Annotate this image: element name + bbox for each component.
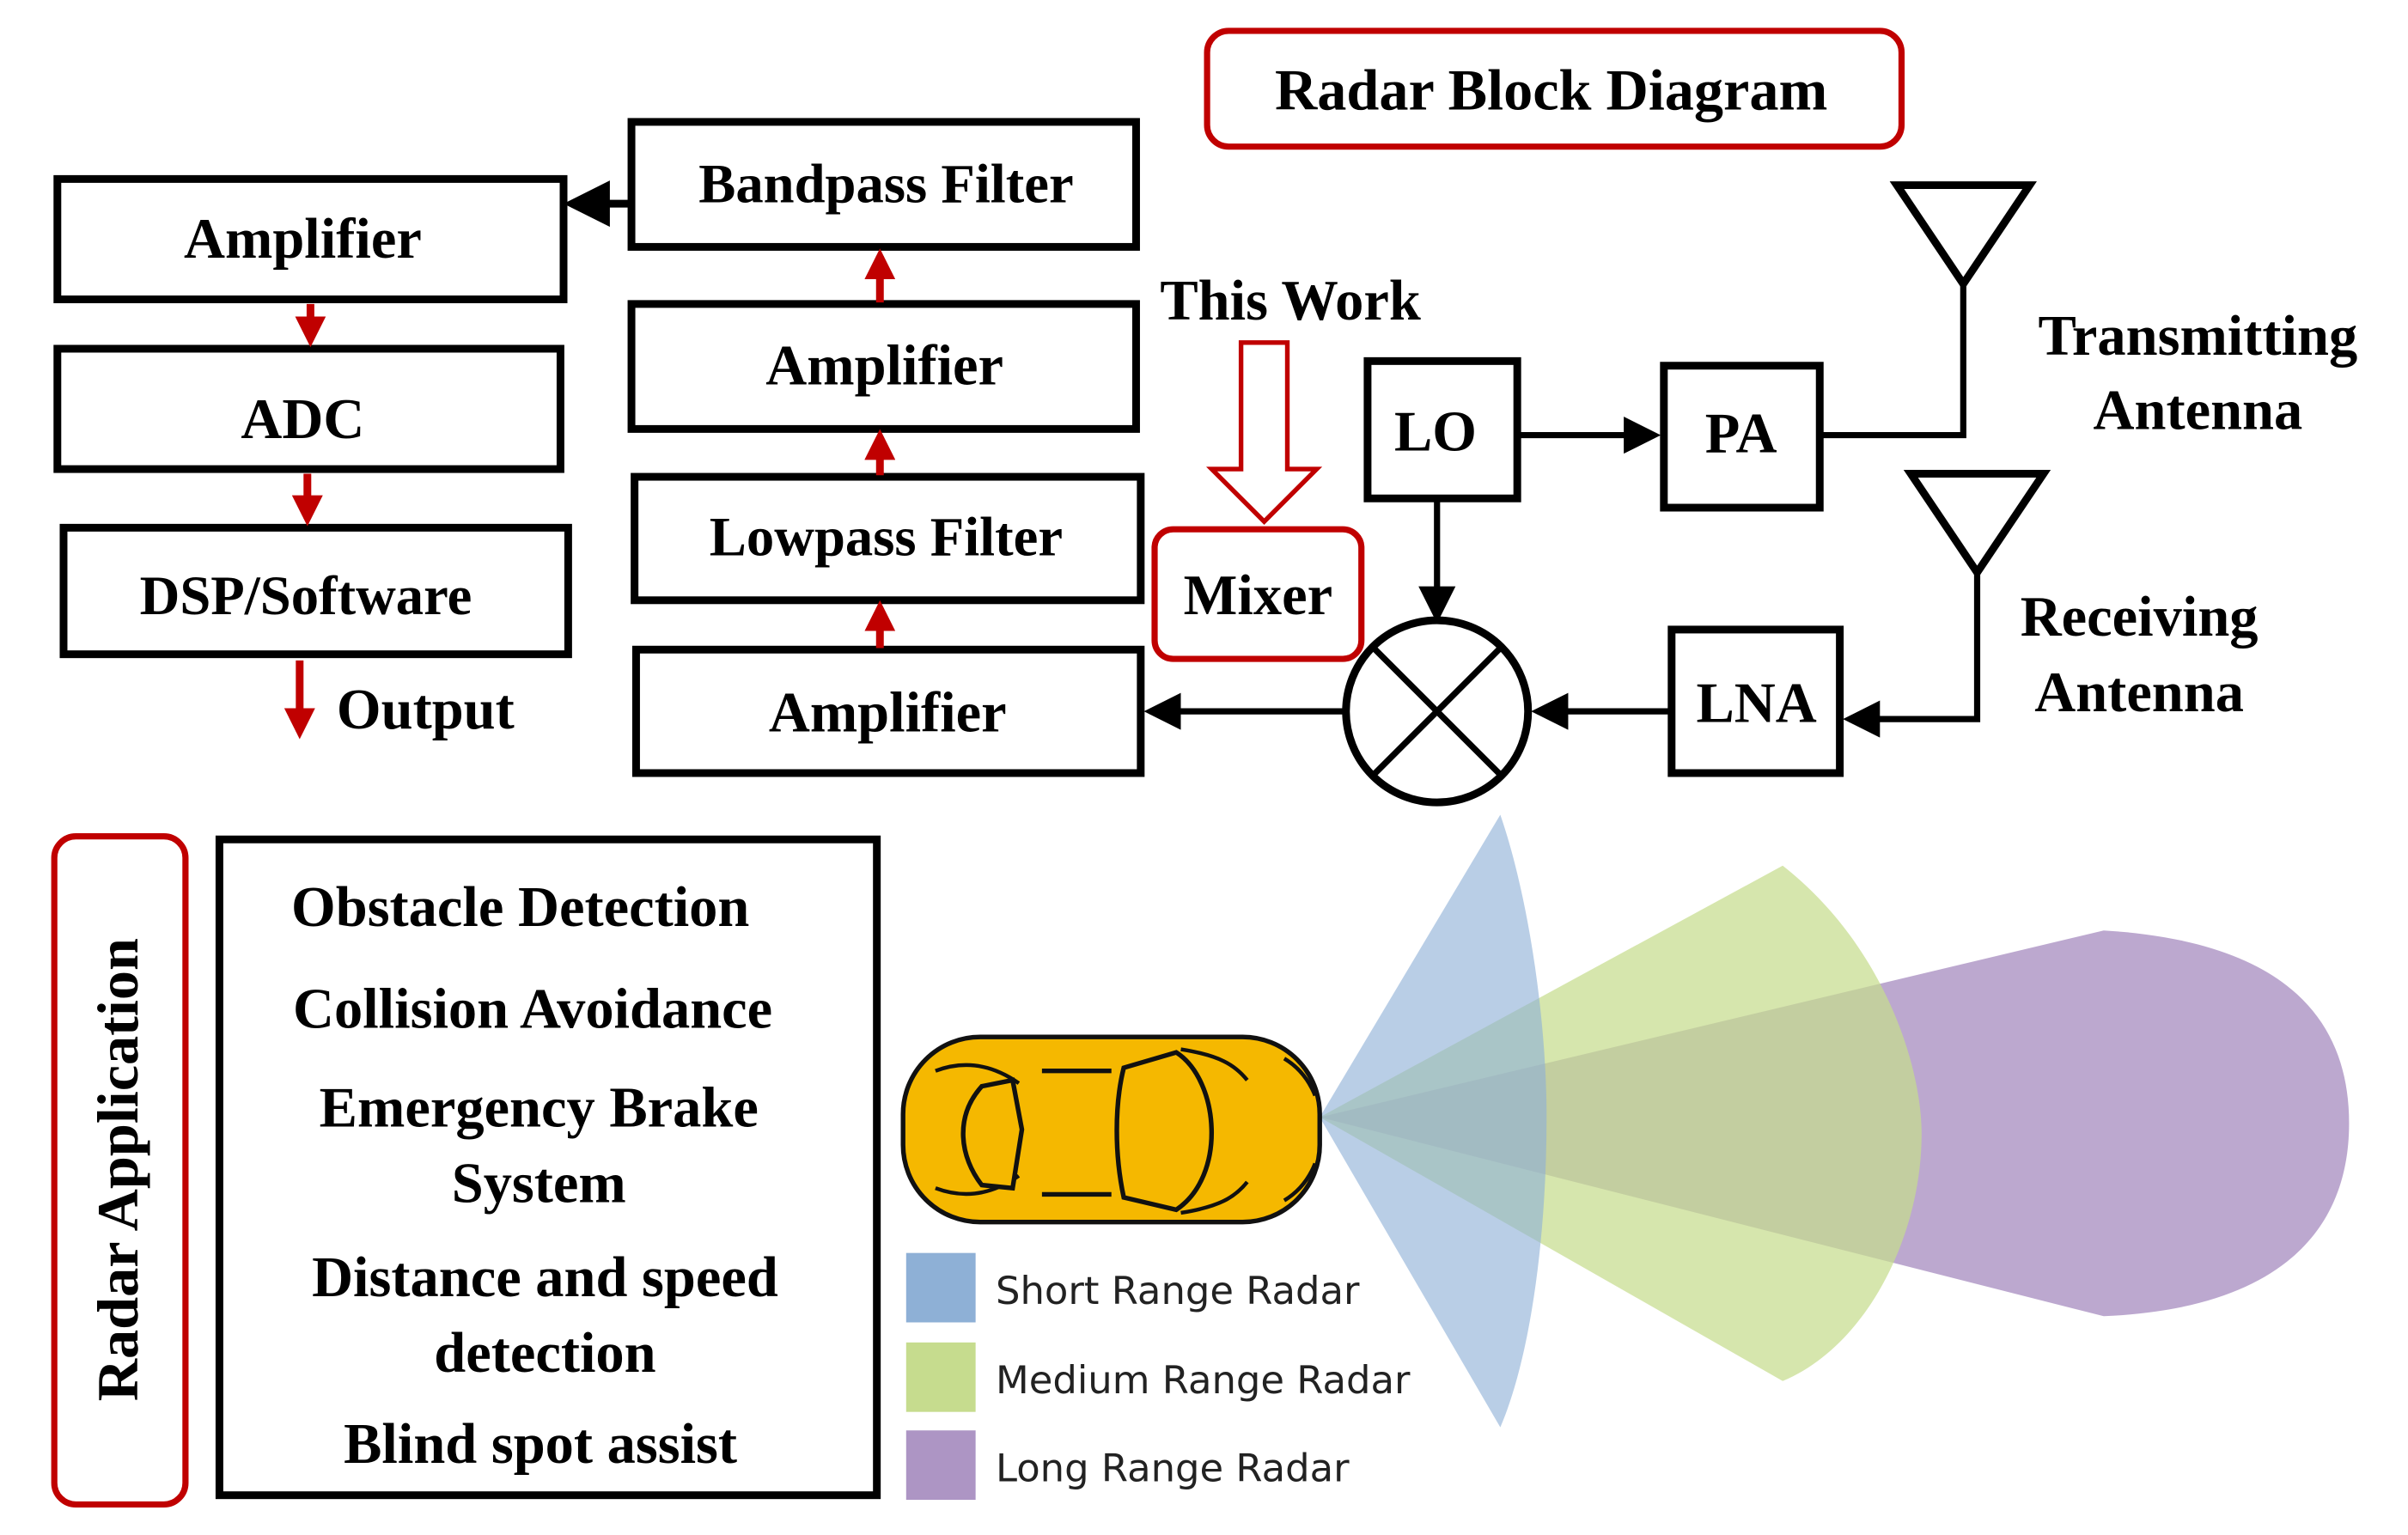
application-item-3-line-1: Emergency Brake [320, 1076, 759, 1139]
legend-label-long-range: Long Range Radar [996, 1446, 1350, 1491]
application-item-5-line-1: Blind spot assist [344, 1413, 737, 1476]
application-item-3-line-2: System [452, 1152, 626, 1215]
adc-block [53, 344, 564, 473]
bandpass-filter-block [627, 118, 1140, 251]
line-rx-antenna-to-lna [1843, 572, 1981, 738]
amplifier-block-mid-top [627, 300, 1140, 433]
amplifier-mid-bottom-label: Amplifier [769, 681, 1007, 744]
this-work-label: This Work [1160, 270, 1421, 332]
car-icon [900, 1034, 1322, 1225]
short-range-beam [1320, 814, 1547, 1428]
legend-swatch-medium-range [905, 1342, 976, 1412]
line-pa-to-tx-antenna [1820, 283, 1966, 439]
amplifier-mid-top-label: Amplifier [765, 334, 1003, 397]
mixer-frame [1151, 526, 1365, 662]
pa-label: PA [1705, 402, 1777, 465]
amplifier-block-left [53, 174, 568, 303]
radar-coverage [1320, 814, 2350, 1428]
radar-application-heading: Radar Application [85, 938, 150, 1401]
adc-label: ADC [241, 388, 364, 451]
legend-swatch-long-range [905, 1430, 976, 1501]
application-item-1-line-1: Obstacle Detection [291, 876, 749, 939]
lo-label: LO [1394, 401, 1477, 464]
rx-antenna-label-line1: Receiving [2021, 586, 2259, 649]
pa-block [1660, 362, 1824, 512]
output-label: Output [337, 679, 515, 741]
amplifier-block-mid-bottom [631, 645, 1145, 777]
tx-antenna-label-line1: Transmitting [2039, 305, 2358, 368]
amplifier-left-label: Amplifier [184, 208, 422, 271]
lo-block [1363, 356, 1521, 503]
tx-antenna-label-line2: Antenna [2094, 379, 2303, 442]
application-item-2-line-1: Collision Avoidance [293, 978, 772, 1040]
title-frame [1204, 27, 1905, 150]
bandpass-filter-label: Bandpass Filter [698, 152, 1073, 214]
lowpass-filter-label: Lowpass Filter [710, 506, 1063, 568]
application-item-4-line-2: detection [434, 1322, 655, 1385]
receiving-antenna-icon [1903, 469, 2051, 580]
dsp-software-block [59, 523, 572, 659]
radar-legend: Short Range Radar Medium Range Radar Lon… [905, 1252, 1411, 1501]
legend-swatch-short-range [905, 1252, 976, 1323]
dsp-software-label: DSP/Software [140, 564, 472, 626]
this-work-arrow [1205, 340, 1323, 525]
application-item-4-line-1: Distance and speed [312, 1246, 778, 1309]
applications-list-box [215, 835, 881, 1500]
legend-label-short-range: Short Range Radar [996, 1268, 1360, 1313]
mixer-symbol [1342, 616, 1533, 807]
transmitting-antenna-icon [1889, 181, 2037, 291]
mixer-label: Mixer [1184, 564, 1332, 627]
diagram-title: Radar Block Diagram [1275, 58, 1827, 123]
legend-label-medium-range: Medium Range Radar [996, 1357, 1411, 1403]
lna-label: LNA [1696, 673, 1816, 735]
lna-block [1667, 625, 1844, 777]
radar-application-frame [51, 833, 189, 1508]
medium-range-beam [1320, 865, 1922, 1381]
rx-antenna-label-line2: Antenna [2034, 661, 2244, 724]
